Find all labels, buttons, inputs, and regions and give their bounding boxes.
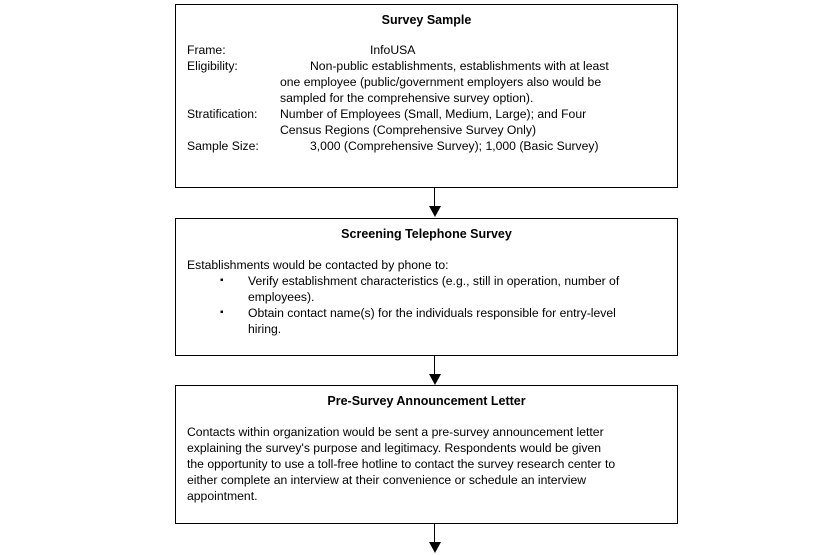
eligibility-line: sampled for the comprehensive survey opt…: [280, 91, 534, 105]
announcement-letter-box: Pre-Survey Announcement Letter Contacts …: [175, 385, 678, 524]
eligibility-line: one employee (public/government employer…: [280, 75, 602, 89]
announcement-letter-title: Pre-Survey Announcement Letter: [327, 394, 526, 408]
announcement-text-line: appointment.: [187, 489, 258, 503]
announcement-text-line: Contacts within organization would be se…: [187, 425, 604, 439]
flow-arrow-down-icon: [429, 206, 441, 217]
frame-label: Frame:: [187, 43, 226, 57]
frame-value: InfoUSA: [370, 43, 416, 57]
eligibility-line: Non-public establishments, establishment…: [310, 59, 609, 73]
stratification-line: Number of Employees (Small, Medium, Larg…: [280, 107, 587, 121]
bullet-text: hiring.: [248, 322, 282, 336]
sample-size-value: 3,000 (Comprehensive Survey); 1,000 (Bas…: [310, 139, 599, 153]
survey-sample-box: Survey Sample Frame: InfoUSA Eligibility…: [175, 4, 678, 188]
stratification-label: Stratification:: [187, 107, 258, 121]
bullet-icon: ▪: [220, 307, 224, 318]
announcement-text-line: either complete an interview at their co…: [187, 473, 587, 487]
flow-connector: [434, 188, 435, 206]
bullet-text: employees).: [248, 290, 315, 304]
flow-connector: [434, 356, 435, 374]
announcement-text-line: explaining the survey's purpose and legi…: [187, 441, 602, 455]
announcement-text-line: the opportunity to use a toll-free hotli…: [187, 457, 616, 471]
bullet-icon: ▪: [220, 275, 224, 286]
bullet-text: Verify establishment characteristics (e.…: [248, 274, 620, 288]
screening-survey-title: Screening Telephone Survey: [341, 227, 512, 241]
flow-arrow-down-icon: [429, 374, 441, 385]
screening-intro: Establishments would be contacted by pho…: [187, 258, 449, 272]
flow-arrow-down-icon: [429, 542, 441, 553]
sample-size-label: Sample Size:: [187, 139, 259, 153]
eligibility-label: Eligibility:: [187, 59, 238, 73]
flow-connector: [434, 524, 435, 542]
bullet-text: Obtain contact name(s) for the individua…: [248, 306, 616, 320]
survey-sample-title: Survey Sample: [381, 13, 472, 27]
screening-survey-box: Screening Telephone Survey Establishment…: [175, 218, 678, 356]
stratification-line: Census Regions (Comprehensive Survey Onl…: [280, 123, 537, 137]
